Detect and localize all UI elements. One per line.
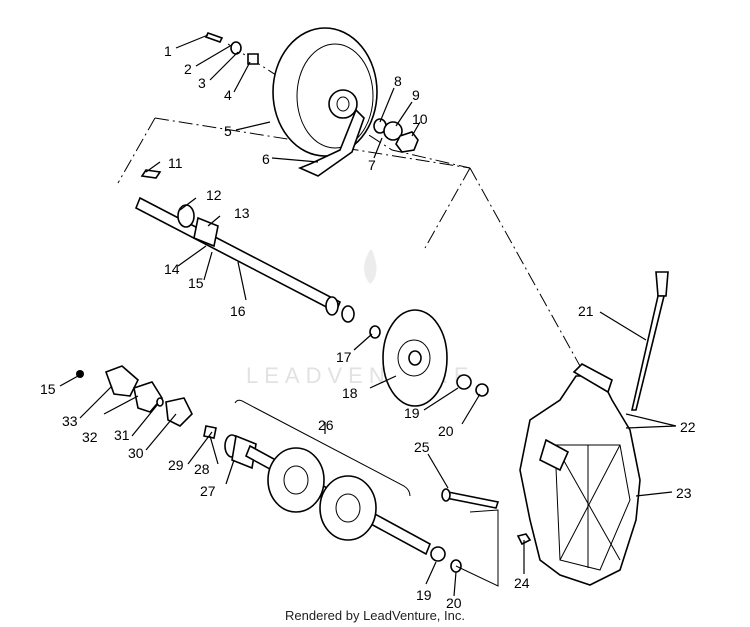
- callout-33: 33: [62, 413, 78, 429]
- callout-4: 4: [224, 87, 232, 103]
- callout-26: 26: [318, 417, 334, 433]
- callout-21: 21: [578, 303, 594, 319]
- callout-32: 32: [82, 429, 98, 445]
- callout-labels: 1 2 3 4 5 6 7 8 9 10 11 12 13 14 15 16 1…: [40, 43, 696, 611]
- dipstick-21: [630, 271, 669, 411]
- callout-20b: 20: [446, 595, 462, 611]
- callout-15a: 15: [188, 275, 204, 291]
- callout-14: 14: [164, 261, 180, 277]
- sprocket-left: [267, 447, 325, 513]
- callout-2: 2: [184, 61, 192, 77]
- callout-18: 18: [342, 385, 358, 401]
- callout-8: 8: [394, 73, 402, 89]
- callout-12: 12: [206, 187, 222, 203]
- callout-23: 23: [676, 485, 692, 501]
- callout-6: 6: [262, 151, 270, 167]
- driven-pulley-assembly: [117, 27, 611, 421]
- callout-19b: 19: [416, 587, 432, 603]
- jackshaft-assembly: [134, 169, 355, 323]
- callout-27: 27: [200, 483, 216, 499]
- sprocket-right: [319, 475, 377, 541]
- callout-17: 17: [336, 349, 352, 365]
- footer-credit: Rendered by LeadVenture, Inc.: [285, 608, 465, 623]
- callout-3: 3: [198, 75, 206, 91]
- callout-9: 9: [412, 87, 420, 103]
- callout-10: 10: [412, 111, 428, 127]
- callout-5: 5: [224, 123, 232, 139]
- callout-28: 28: [194, 461, 210, 477]
- callout-15b: 15: [40, 381, 56, 397]
- callout-24: 24: [514, 575, 530, 591]
- drive-shaft-assembly: [76, 365, 499, 587]
- brake-disc-assembly: [369, 309, 448, 407]
- callout-16: 16: [230, 303, 246, 319]
- callout-19a: 19: [404, 405, 420, 421]
- callout-30: 30: [128, 445, 144, 461]
- callout-13: 13: [234, 205, 250, 221]
- callout-7: 7: [368, 157, 376, 173]
- chaincase-23: [519, 363, 641, 586]
- callout-31: 31: [114, 427, 130, 443]
- callout-29: 29: [168, 457, 184, 473]
- callout-22: 22: [680, 419, 696, 435]
- callout-20a: 20: [438, 423, 454, 439]
- callout-11: 11: [168, 155, 183, 171]
- callout-25: 25: [414, 439, 430, 455]
- pulley-5: [272, 27, 378, 157]
- callout-1: 1: [164, 43, 172, 59]
- leader-lines: [59, 34, 677, 597]
